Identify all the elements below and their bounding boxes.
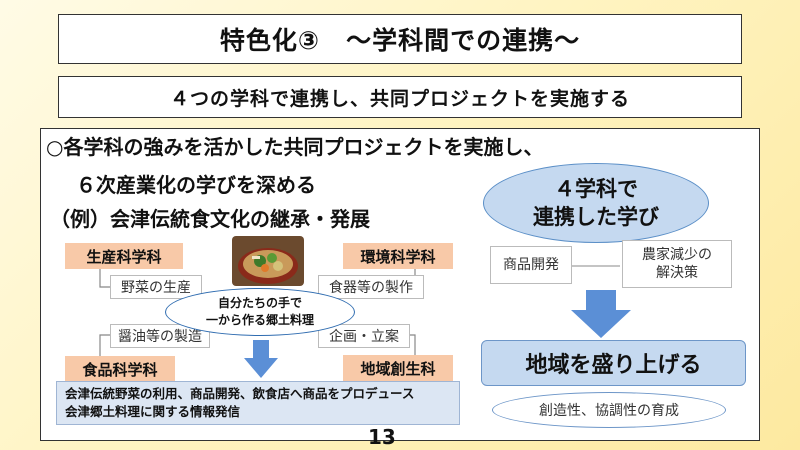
- connector-food: [99, 334, 112, 356]
- dept-environment: 環境科学科: [343, 243, 453, 269]
- result-box: 会津伝統野菜の利用、商品開発、飲食店へ商品をプロデュース 会津郷土料理に関する情…: [56, 381, 460, 425]
- result-line1: 会津伝統野菜の利用、商品開発、飲食店へ商品をプロデュース: [65, 386, 415, 401]
- product-dev-label: 商品開発: [503, 257, 559, 273]
- connector-production: [99, 269, 112, 288]
- product-dev-box: 商品開発: [490, 246, 572, 284]
- result-line2: 会津郷土料理に関する情報発信: [65, 404, 241, 419]
- task-planning: 企画・立案: [318, 324, 410, 348]
- homemade-cuisine-ellipse: 自分たちの手で 一から作る郷土料理: [165, 288, 355, 336]
- page-number: 13: [368, 425, 396, 449]
- dept-food: 食品科学科: [65, 356, 175, 382]
- down-arrow-icon: [244, 340, 278, 378]
- farmer-decline-line1: 農家減少の: [642, 247, 712, 263]
- bullet-line-continued: ６次産業化の学びを深める: [76, 173, 316, 197]
- example-heading: （例）会津伝統食文化の継承・発展: [50, 207, 370, 231]
- farmer-decline-line2: 解決策: [656, 265, 698, 281]
- qualities-ellipse: 創造性、協調性の育成: [492, 392, 726, 428]
- dept-regional: 地域創生科: [343, 355, 453, 381]
- slide-subtitle: ４つの学科で連携し、共同プロジェクトを実施する: [58, 76, 742, 118]
- collaborative-learning-ellipse: ４学科で 連携した学び: [483, 163, 709, 243]
- center-line1: 自分たちの手で: [217, 296, 302, 310]
- bullet-line: ○各学科の強みを活かした共同プロジェクトを実施し、: [46, 135, 544, 159]
- center-line2: 一から作る郷土料理: [205, 313, 314, 327]
- task-vegetable: 野菜の生産: [110, 275, 202, 299]
- slide-title: 特色化③ ～学科間での連携～: [58, 14, 742, 64]
- down-arrow-icon: [571, 290, 631, 338]
- task-soy-sauce: 醤油等の製造: [110, 324, 210, 348]
- revitalize-region-box: 地域を盛り上げる: [481, 340, 746, 386]
- task-tableware: 食器等の製作: [318, 275, 424, 299]
- ellipse-line2: 連携した学び: [533, 205, 659, 229]
- farmer-decline-box: 農家減少の 解決策: [622, 240, 732, 288]
- dept-production: 生産科学科: [65, 243, 183, 269]
- food-photo: [232, 236, 304, 286]
- connector-regional: [410, 334, 416, 355]
- ellipse-line1: ４学科で: [554, 177, 638, 201]
